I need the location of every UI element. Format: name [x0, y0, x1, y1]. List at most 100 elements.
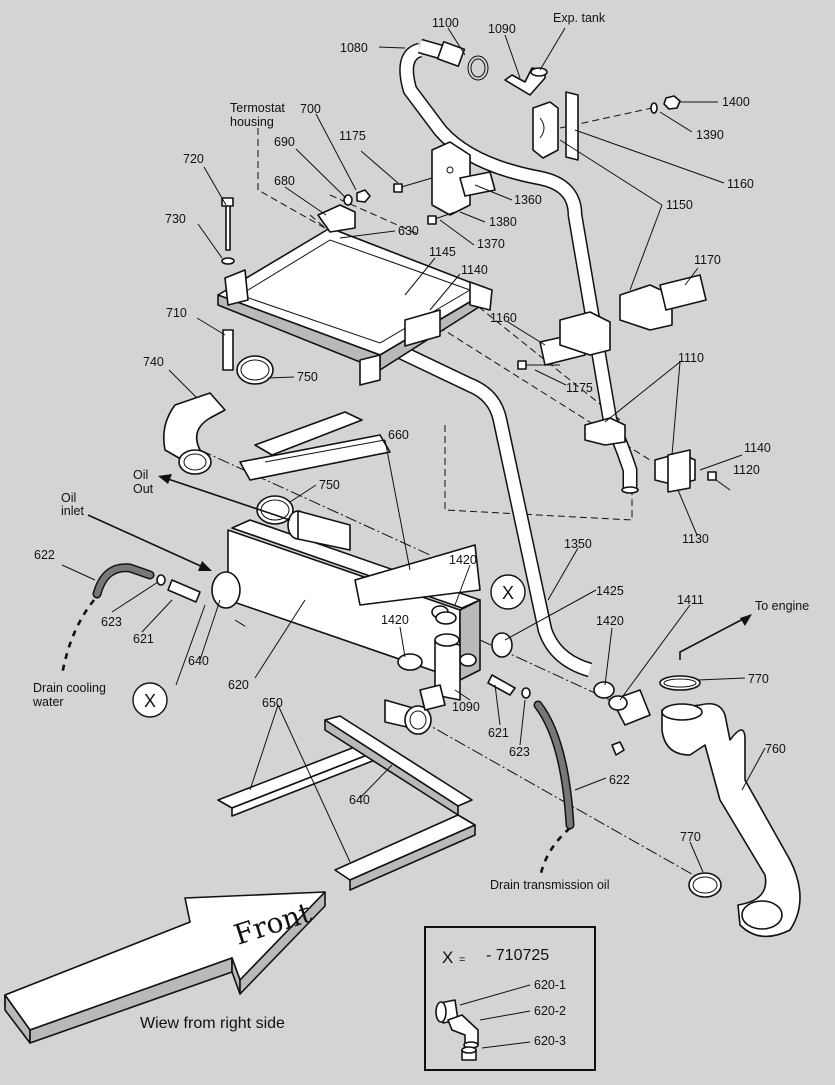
label-620: 620	[228, 678, 249, 692]
label-1110: 1110	[678, 351, 704, 365]
label-1090-bottom: 1090	[452, 700, 480, 714]
label-oil-inlet-2: inlet	[61, 504, 84, 518]
inset-part-number: - 710725	[486, 947, 549, 964]
label-690: 690	[274, 135, 295, 149]
label-770-bottom: 770	[680, 830, 701, 844]
label-1175-top: 1175	[339, 129, 366, 143]
hose-622-right	[533, 700, 575, 830]
label-1390: 1390	[696, 128, 724, 142]
washer-690	[343, 194, 353, 206]
hose-760	[661, 702, 801, 938]
label-1100: 1100	[432, 16, 459, 30]
label-oil-out-1: Oil	[133, 468, 148, 482]
label-1350: 1350	[564, 537, 592, 551]
label-termostat-2: housing	[230, 115, 274, 129]
hose-622-left	[92, 563, 155, 599]
label-termostat-1: Termostat	[230, 101, 285, 115]
washer-1390	[650, 102, 658, 114]
label-drain-transmission: Drain transmission oil	[490, 878, 609, 892]
fittings-1090-bottom	[419, 605, 477, 711]
clamp-1150-top	[532, 101, 559, 159]
label-1150: 1150	[666, 198, 693, 212]
label-oil-inlet-1: Oil	[61, 491, 76, 505]
bracket-1160-top	[565, 91, 579, 161]
svg-text:X: X	[502, 583, 514, 603]
label-1420-a: 1420	[449, 553, 477, 567]
label-680: 680	[274, 174, 295, 188]
label-drain-cooling-1: Drain cooling	[33, 681, 106, 695]
nut-700	[356, 189, 371, 203]
label-1130: 1130	[682, 532, 709, 546]
label-1160-mid: 1160	[490, 311, 517, 325]
label-1145: 1145	[429, 245, 456, 259]
svg-text:X: X	[144, 691, 156, 711]
label-to-engine: To engine	[755, 599, 809, 613]
label-1370: 1370	[477, 237, 505, 251]
bracket-1150-mid	[619, 284, 673, 331]
label-622-right: 622	[609, 773, 630, 787]
x-marker-right: X	[490, 574, 526, 610]
bracket-1360	[431, 141, 496, 216]
plate-1170	[659, 274, 707, 311]
inset-item-620-1: 620-1	[534, 978, 566, 992]
bracket-1140-mid	[404, 309, 441, 347]
hose-1100	[436, 40, 489, 81]
label-623-left: 623	[101, 615, 122, 629]
plates-660	[239, 411, 391, 481]
fitting-621-right	[487, 674, 516, 696]
bracket-1130	[667, 449, 691, 493]
label-730: 730	[165, 212, 186, 226]
x-marker-left: X	[132, 682, 168, 718]
plug-small	[611, 741, 625, 756]
to-engine-arrow	[679, 614, 752, 660]
label-1411: 1411	[677, 593, 704, 607]
label-750-mid: 750	[319, 478, 340, 492]
bolt-1175-top	[393, 177, 433, 193]
label-640-top: 640	[188, 654, 209, 668]
label-1425: 1425	[596, 584, 624, 598]
bolt-1370	[427, 211, 456, 225]
hose-740	[162, 392, 226, 475]
label-oil-out-2: Out	[133, 482, 154, 496]
fitting-623-left	[156, 574, 166, 586]
label-1160-top: 1160	[727, 177, 754, 191]
label-740: 740	[143, 355, 164, 369]
label-630: 630	[398, 224, 419, 238]
label-623-right: 623	[509, 745, 530, 759]
view-caption: Wiew from right side	[140, 1015, 285, 1032]
label-1420-c: 1420	[596, 614, 624, 628]
label-1080: 1080	[340, 41, 368, 55]
inset-equals: =	[459, 954, 465, 966]
label-exp-tank: Exp. tank	[553, 11, 606, 25]
fitting-623-right	[521, 687, 531, 699]
label-1360: 1360	[514, 193, 542, 207]
clamp-770-top	[659, 675, 701, 691]
plate-640-bottom	[324, 715, 476, 891]
label-1175-mid: 1175	[566, 381, 593, 395]
label-1170: 1170	[694, 253, 721, 267]
fitting-620-3	[461, 1046, 477, 1061]
label-710: 710	[166, 306, 187, 320]
label-1140-right: 1140	[744, 441, 771, 455]
drain-lines	[60, 599, 571, 879]
oil-inlet-arrow	[87, 514, 212, 571]
callout-labels: 1080 1100 1090 Exp. tank 1400 1390 1160 …	[32, 11, 809, 892]
label-1120: 1120	[733, 463, 760, 477]
nut-1400	[663, 95, 681, 110]
label-720: 720	[183, 152, 204, 166]
label-660: 660	[388, 428, 409, 442]
label-1400: 1400	[722, 95, 750, 109]
clamp-770-bottom	[688, 872, 722, 898]
spacer-710	[222, 329, 234, 371]
label-760: 760	[765, 742, 786, 756]
label-770-top: 770	[748, 672, 769, 686]
label-750-top: 750	[297, 370, 318, 384]
coupling-1411	[608, 689, 651, 726]
label-1420-b: 1420	[381, 613, 409, 627]
clamp-750-mid	[256, 495, 294, 525]
label-640-bottom: 640	[349, 793, 370, 807]
label-621-left: 621	[133, 632, 154, 646]
label-1380: 1380	[489, 215, 517, 229]
inset-item-620-3: 620-3	[534, 1034, 566, 1048]
label-1140-mid: 1140	[461, 263, 488, 277]
